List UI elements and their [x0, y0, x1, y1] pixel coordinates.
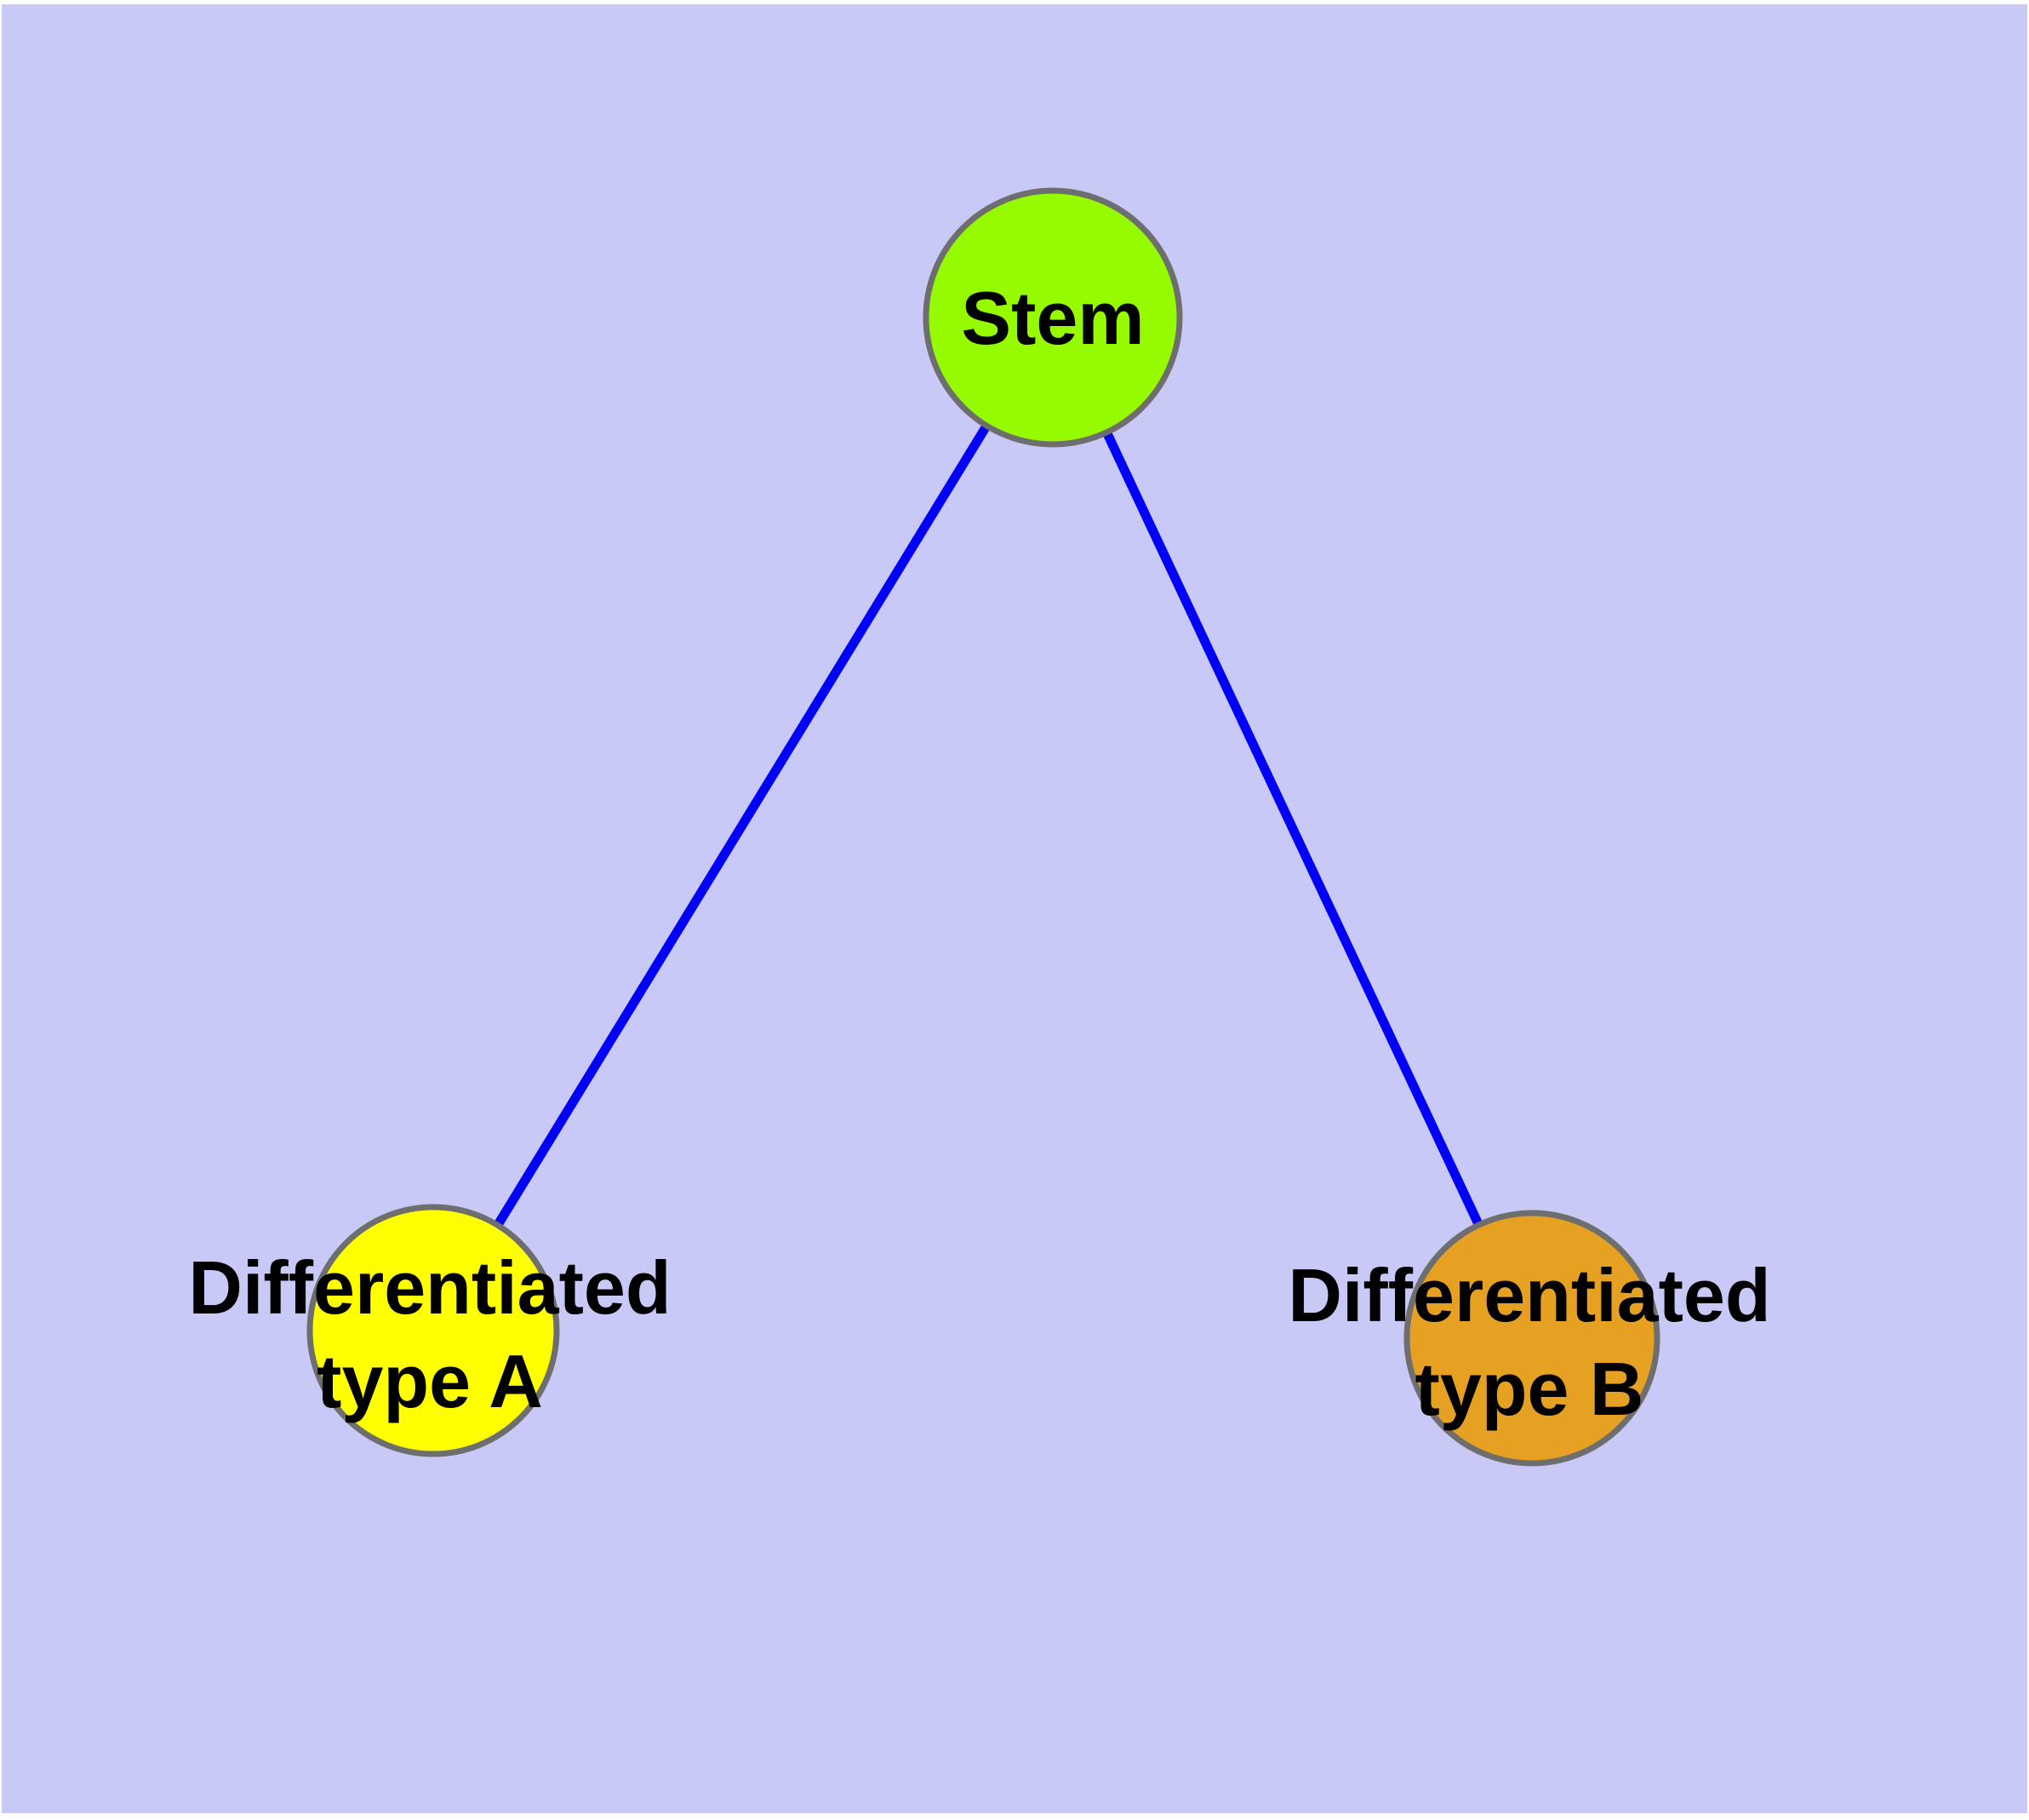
- node-type-b-label-line1: Differentiated: [1288, 1253, 1770, 1337]
- node-stem-label: Stem: [961, 276, 1144, 360]
- edge-stem-to-type-b: [1049, 315, 1536, 1341]
- edge-stem-to-type-a: [429, 315, 1057, 1333]
- node-stem[interactable]: [923, 187, 1183, 448]
- node-type-a-label-line1: Differentiated: [188, 1245, 671, 1330]
- node-differentiated-type-a[interactable]: [306, 1204, 560, 1457]
- node-differentiated-type-b[interactable]: [1403, 1210, 1660, 1467]
- node-type-b-label-line2: type B: [1415, 1347, 1644, 1431]
- node-type-a-label-line2: type A: [317, 1339, 543, 1423]
